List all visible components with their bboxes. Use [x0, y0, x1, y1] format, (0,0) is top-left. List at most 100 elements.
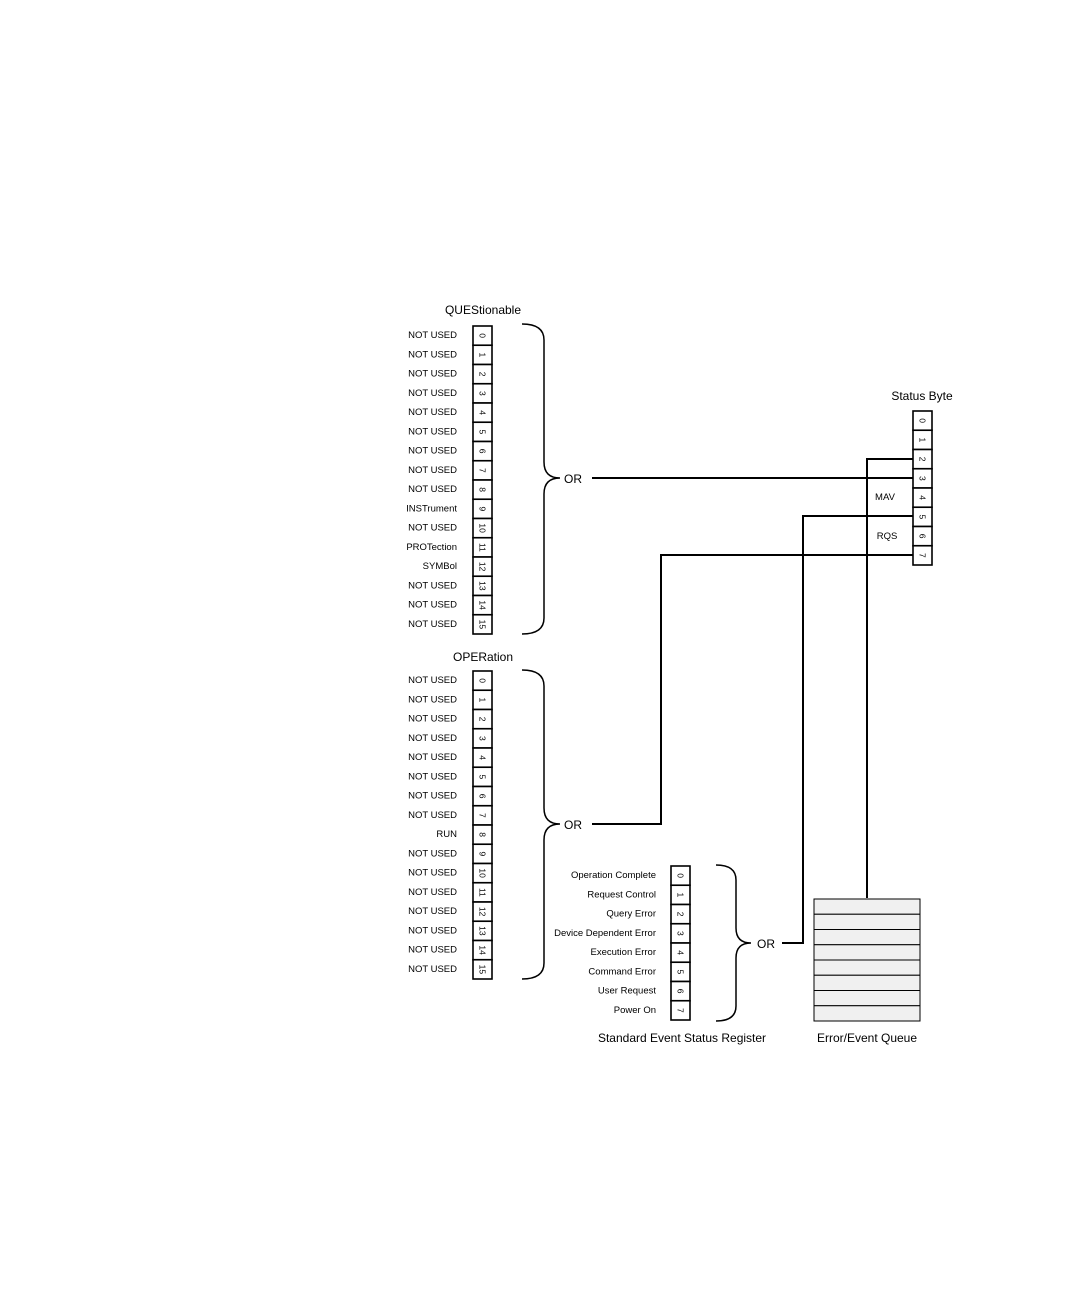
operation-bit-label: NOT USED	[408, 791, 457, 802]
operation-title: OPERation	[453, 650, 513, 664]
operation-bit-label: NOT USED	[408, 714, 457, 725]
questionable-bit-label: NOT USED	[408, 465, 457, 476]
status-byte-bit-number: 0	[918, 418, 928, 423]
operation-bit-label: NOT USED	[408, 848, 457, 859]
questionable-bit-label: NOT USED	[408, 388, 457, 399]
status-byte-bit-number: 2	[918, 457, 928, 462]
operation-bit-label: NOT USED	[408, 733, 457, 744]
standard-event-bit-number: 1	[676, 893, 686, 898]
operation-bit-label: NOT USED	[408, 964, 457, 975]
operation-bit-label: NOT USED	[408, 752, 457, 763]
rqs-label: RQS	[877, 531, 898, 542]
questionable-bit-number: 11	[478, 543, 488, 552]
queue-slot	[813, 959, 921, 976]
operation-bit-number: 15	[478, 965, 488, 975]
status-byte-title: Status Byte	[891, 389, 953, 403]
standard-event-bit-label: Query Error	[606, 909, 656, 920]
questionable-bit-label: NOT USED	[408, 369, 457, 380]
operation-bit-cell	[472, 958, 493, 980]
queue-slot	[813, 990, 921, 1007]
operation-bit-label: NOT USED	[408, 887, 457, 898]
operation-bit-number: 5	[478, 775, 488, 780]
queue-slot	[813, 898, 921, 915]
questionable-title: QUEStionable	[445, 303, 521, 317]
operation-bit-number: 12	[478, 907, 488, 917]
operation-bit-label: NOT USED	[408, 925, 457, 936]
questionable-bit-number: 5	[478, 430, 488, 435]
standard-event-brace	[715, 864, 752, 1022]
standard-event-bit-label: Execution Error	[591, 947, 656, 958]
standard-event-bit-label: Request Control	[587, 889, 656, 900]
questionable-bit-label: NOT USED	[408, 407, 457, 418]
operation-bit-label: NOT USED	[408, 868, 457, 879]
operation-bit-number: 9	[478, 852, 488, 857]
questionable-bit-number: 9	[478, 507, 488, 512]
operation-bit-label: NOT USED	[408, 694, 457, 705]
questionable-bit-number: 13	[478, 581, 488, 591]
standard-event-bit-label: Operation Complete	[571, 870, 656, 881]
operation-bit-label: NOT USED	[408, 945, 457, 956]
standard-event-title: Standard Event Status Register	[598, 1031, 766, 1045]
standard-event-bit-number: 3	[676, 931, 686, 936]
operation-bit-label: NOT USED	[408, 771, 457, 782]
standard-event-bit-number: 2	[676, 912, 686, 917]
standard-event-summary-wire	[782, 515, 913, 944]
standard-event-or-label: OR	[757, 937, 775, 951]
operation-bit-label: RUN	[436, 829, 457, 840]
queue-slot	[813, 929, 921, 946]
status-byte-register: 0 1 2 3 4 5 6 7	[912, 410, 933, 566]
status-byte-bit-number: 1	[918, 438, 928, 443]
status-byte-bit-number: 5	[918, 515, 928, 520]
questionable-bit-label: NOT USED	[408, 523, 457, 534]
standard-event-bit-number: 0	[676, 873, 686, 878]
queue-slot	[813, 913, 921, 930]
error-queue-title: Error/Event Queue	[817, 1031, 917, 1045]
questionable-bit-label: INSTrument	[406, 503, 457, 514]
questionable-bit-number: 4	[478, 410, 488, 415]
operation-bit-number: 8	[478, 832, 488, 837]
questionable-bit-number: 14	[478, 600, 488, 610]
questionable-bit-cell	[472, 613, 493, 635]
operation-bit-number: 1	[478, 698, 488, 703]
standard-event-bit-number: 7	[676, 1008, 686, 1013]
status-byte-bit-number: 4	[918, 495, 928, 500]
questionable-bit-number: 7	[478, 468, 488, 473]
questionable-bit-label: NOT USED	[408, 600, 457, 611]
operation-bit-number: 7	[478, 813, 488, 818]
operation-bit-number: 0	[478, 678, 488, 683]
questionable-bit-label: NOT USED	[408, 330, 457, 341]
standard-event-bit-label: Device Dependent Error	[554, 928, 656, 939]
operation-bit-number: 14	[478, 945, 488, 955]
operation-bit-number: 10	[478, 868, 488, 878]
standard-event-bit-label: User Request	[598, 986, 656, 997]
questionable-bit-label: NOT USED	[408, 580, 457, 591]
questionable-bit-label: NOT USED	[408, 446, 457, 457]
operation-bit-number: 13	[478, 926, 488, 936]
operation-brace	[521, 669, 561, 980]
operation-bit-number: 11	[478, 888, 488, 897]
error-queue-summary-wire	[866, 458, 913, 898]
questionable-bit-number: 0	[478, 333, 488, 338]
error-event-queue	[813, 898, 921, 1022]
status-byte-bit-number: 6	[918, 534, 928, 539]
status-byte-bit-number: 7	[918, 553, 928, 558]
questionable-bit-number: 15	[478, 620, 488, 630]
queue-slot	[813, 1005, 921, 1022]
standard-event-bit-number: 5	[676, 970, 686, 975]
operation-bit-label: NOT USED	[408, 906, 457, 917]
operation-summary-wire	[592, 554, 913, 825]
questionable-bit-number: 8	[478, 487, 488, 492]
questionable-brace	[521, 323, 561, 635]
standard-event-bit-label: Command Error	[588, 966, 656, 977]
questionable-bit-number: 2	[478, 372, 488, 377]
questionable-bit-number: 1	[478, 353, 488, 358]
questionable-bit-number: 6	[478, 449, 488, 454]
operation-bit-number: 4	[478, 755, 488, 760]
operation-bit-number: 2	[478, 717, 488, 722]
operation-bit-label: NOT USED	[408, 810, 457, 821]
questionable-or-label: OR	[564, 472, 582, 486]
mav-label: MAV	[875, 492, 896, 503]
status-byte-bit-number: 3	[918, 476, 928, 481]
questionable-bit-label: NOT USED	[408, 349, 457, 360]
